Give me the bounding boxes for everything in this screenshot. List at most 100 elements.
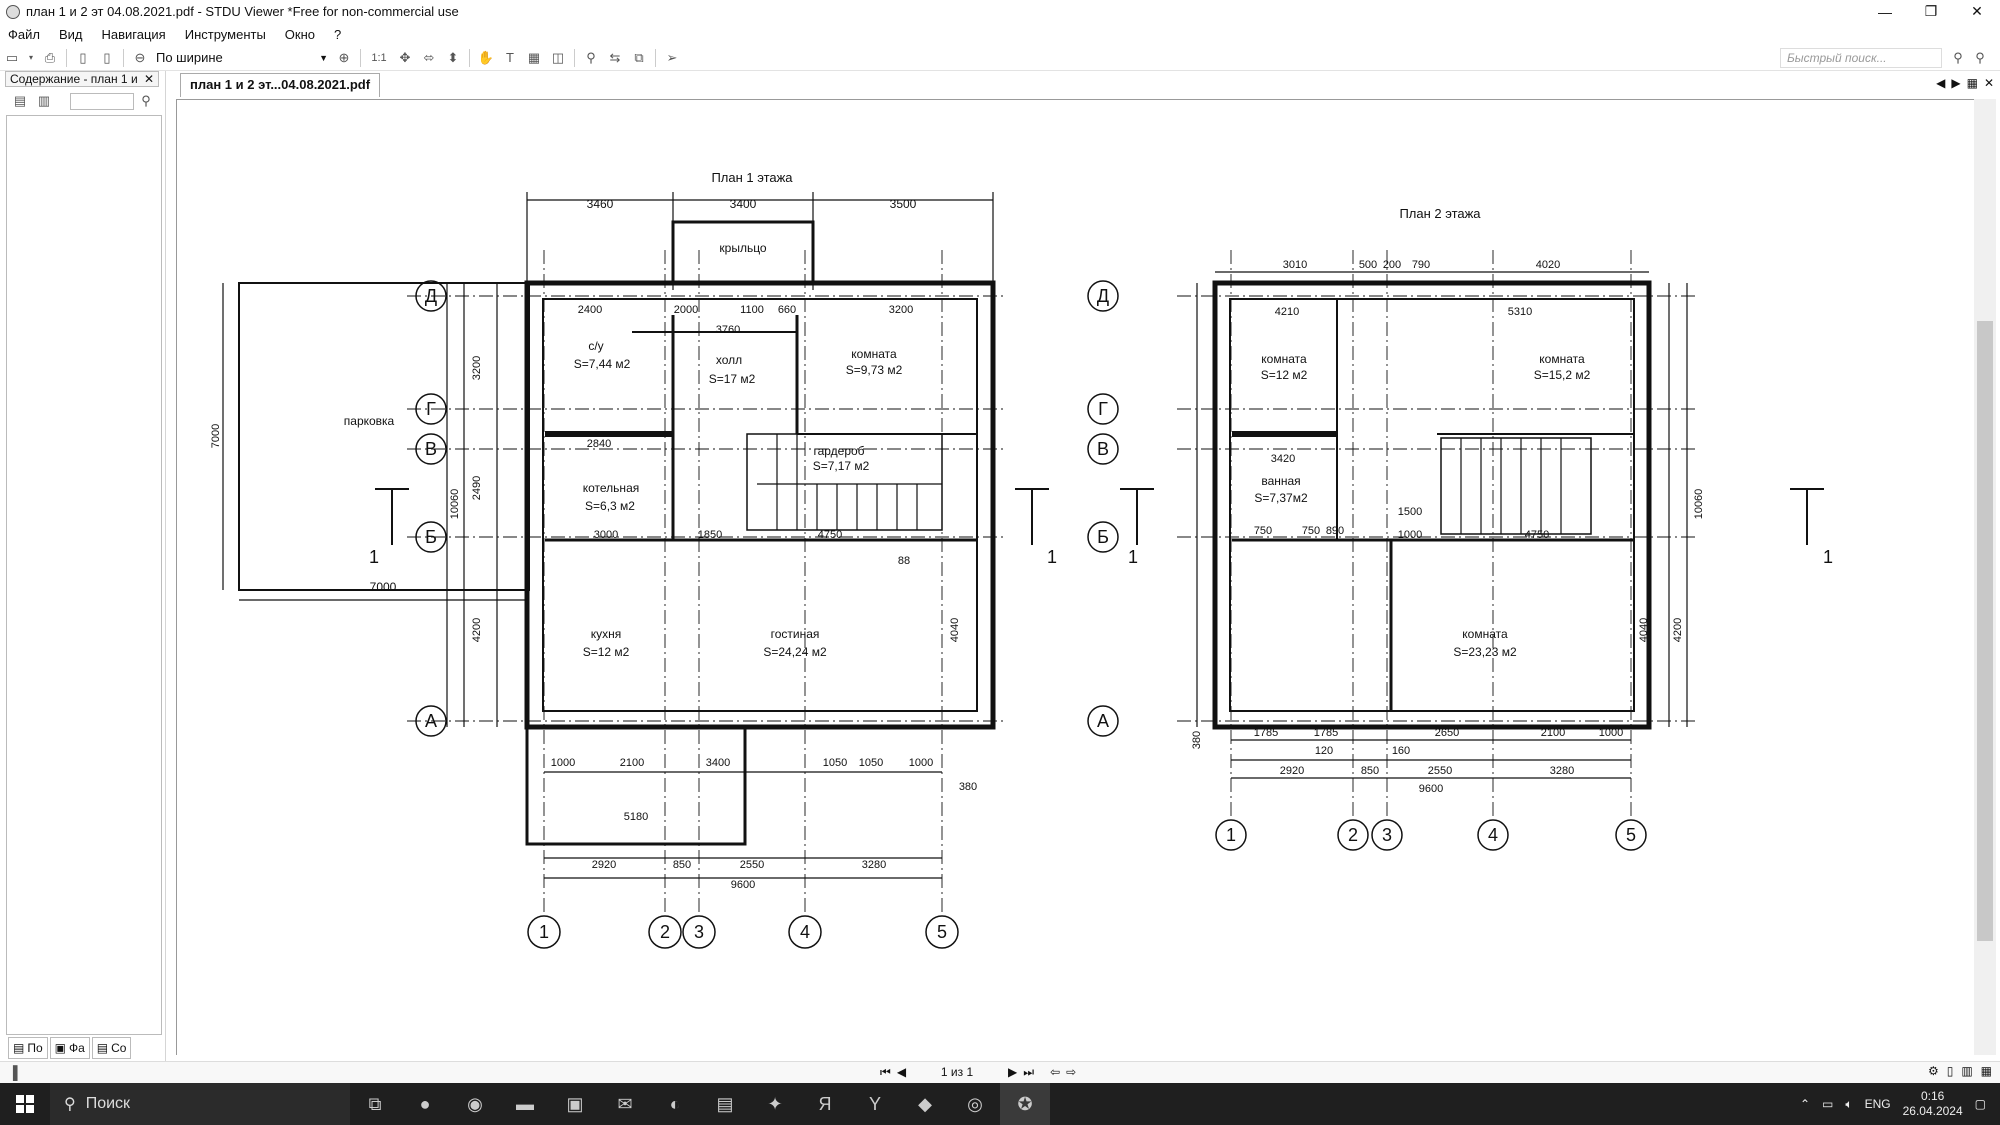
next-page-icon[interactable]: ▶ — [1008, 1065, 1018, 1079]
title-bar: план 1 и 2 эт 04.08.2021.pdf - STDU View… — [0, 0, 2000, 23]
menu-tools[interactable]: Инструменты — [184, 26, 266, 42]
copy-icon[interactable]: ⧉ — [634, 49, 644, 65]
menu-file[interactable]: Файл — [8, 26, 40, 42]
yandex-icon[interactable]: Я — [818, 1093, 832, 1114]
edge-icon[interactable]: ◉ — [467, 1093, 483, 1114]
save-icon[interactable]: ▤ — [716, 1093, 734, 1114]
search-options-icon[interactable]: ⚲ — [1975, 49, 1985, 65]
print-icon[interactable]: ⎙ — [44, 49, 56, 65]
windows-start-icon[interactable] — [0, 1083, 50, 1125]
document-viewport[interactable]: План 1 этажа 3460 3400 3500 крыльцо парк… — [176, 99, 1974, 1055]
find-icon[interactable]: ⚲ — [586, 49, 596, 65]
settings-icon[interactable]: ⚙ — [1927, 1064, 1939, 1078]
bookmark-icon[interactable]: ➢ — [666, 49, 678, 65]
file-explorer-icon[interactable]: ▬ — [516, 1093, 534, 1114]
app-icon-4[interactable]: ◎ — [967, 1093, 983, 1114]
chevron-up-icon[interactable]: ⌃ — [1799, 1097, 1811, 1111]
mail-icon[interactable]: ✉ — [617, 1093, 633, 1114]
vertical-scrollbar[interactable] — [1974, 99, 1996, 1055]
menu-help[interactable]: ? — [334, 26, 342, 42]
store-icon[interactable]: ▣ — [566, 1093, 584, 1114]
first-page-icon[interactable]: ⏮ — [880, 1064, 891, 1079]
history-forward-icon[interactable]: ⇨ — [1066, 1065, 1077, 1079]
scrollbar-thumb[interactable] — [1977, 321, 1993, 941]
app-icon-1[interactable]: ● — [419, 1093, 431, 1114]
pages-icon: ▤ — [13, 1041, 25, 1055]
single-page-icon[interactable]: ▯ — [1946, 1064, 1954, 1078]
brave-icon[interactable]: ◆ — [918, 1093, 932, 1114]
page-number-field[interactable]: 1 из 1 — [940, 1065, 974, 1079]
expand-icon[interactable]: ▤ — [13, 93, 27, 108]
document-tab[interactable]: план 1 и 2 эт...04.08.2021.pdf — [180, 73, 381, 97]
open-folder-icon[interactable]: ▭ — [5, 49, 19, 65]
hand-tool-icon[interactable]: ✋ — [477, 49, 495, 65]
task-view-icon[interactable]: ⧉ — [368, 1093, 382, 1114]
battery-icon[interactable]: ▭ — [1822, 1097, 1834, 1111]
actual-size-button[interactable]: 1:1 — [371, 51, 387, 64]
tab-right-icon[interactable]: ▶ — [1951, 76, 1961, 90]
app-icon-2[interactable]: ◐ — [669, 1093, 681, 1114]
notifications-icon[interactable]: ▢ — [1974, 1097, 1986, 1111]
tab-close-icon[interactable]: ✕ — [1983, 76, 1994, 90]
fit-page-icon[interactable]: ✥ — [399, 49, 411, 65]
last-page-icon[interactable]: ⏭ — [1023, 1064, 1035, 1079]
tab-list-icon[interactable]: ▦ — [1966, 76, 1978, 90]
menu-window[interactable]: Окно — [284, 26, 316, 42]
sidebar-tab-contents[interactable]: Содержание - план 1 и ✕ — [5, 71, 159, 87]
minimize-button[interactable]: — — [1878, 3, 1892, 20]
back-forward-icon[interactable]: ⇆ — [609, 49, 621, 65]
menu-view[interactable]: Вид — [58, 26, 83, 42]
tab-left-icon[interactable]: ◀ — [1936, 76, 1946, 90]
app-icon-3[interactable]: ✦ — [767, 1093, 783, 1114]
volume-icon[interactable]: 🔈︎ — [1845, 1096, 1853, 1111]
room-area: S=12 м2 — [583, 645, 630, 659]
menu-navigation[interactable]: Навигация — [101, 26, 166, 42]
search-next-icon[interactable]: ⚲ — [1953, 49, 1963, 65]
contents-tree-panel[interactable] — [6, 115, 162, 1035]
yandex-browser-icon[interactable]: Y — [868, 1093, 881, 1114]
dropdown-arrow-icon[interactable]: ▾ — [28, 53, 33, 62]
axis-number: 1 — [1226, 825, 1236, 845]
zoom-mode-select[interactable]: По ширине ▼ — [152, 48, 332, 68]
collapse-icon[interactable]: ▥ — [37, 93, 51, 108]
snapshot-icon[interactable]: ◫ — [551, 49, 565, 65]
binoculars-icon[interactable]: ⚲ — [141, 93, 151, 108]
clock[interactable]: 0:16 26.04.2024 — [1903, 1089, 1963, 1119]
room-label: гостиная — [771, 627, 820, 641]
zoom-in-icon[interactable]: ⊕ — [338, 49, 350, 65]
toolbar: ▭ ▾ ⎙ ▯ ▯ ⊖ По ширине ▼ ⊕ 1:1 ✥ ⬄ ⬍ ✋ T … — [0, 45, 2000, 71]
dim-label: 1100 — [740, 304, 764, 316]
dim-label: 3460 — [587, 197, 614, 211]
sidebar-bottom-tabs: ▤По ▣Фа ▤Со — [8, 1037, 158, 1059]
panel-toggle-icon[interactable]: ▐ — [8, 1065, 18, 1080]
room-label: крыльцо — [719, 241, 767, 255]
sidebar-tab-contents-bottom[interactable]: ▤Со — [91, 1037, 132, 1059]
clock-date: 26.04.2024 — [1902, 1104, 1963, 1118]
taskbar: ⚲ Поиск ⧉ ● ◉ ▬ ▣ ✉ ◐ ▤ ✦ Я Y ◆ ◎ ✪ ⌃ ▭ … — [0, 1083, 2000, 1125]
close-icon[interactable]: ✕ — [143, 72, 154, 86]
stdu-viewer-icon[interactable]: ✪ — [1000, 1083, 1050, 1125]
page-prev-icon[interactable]: ▯ — [79, 49, 87, 65]
history-back-icon[interactable]: ⇦ — [1050, 1065, 1061, 1079]
taskbar-search[interactable]: ⚲ Поиск — [50, 1083, 350, 1125]
room-label: кухня — [591, 627, 622, 641]
view-mode-buttons: ⚙ ▯ ▥ ▦ — [1928, 1064, 1992, 1078]
sidebar-tab-pages[interactable]: ▤По — [8, 1037, 48, 1059]
prev-page-icon[interactable]: ◀ — [896, 1065, 907, 1079]
fit-height-icon[interactable]: ⬍ — [447, 49, 459, 65]
two-pages-icon[interactable]: ▥ — [1961, 1064, 1973, 1078]
dim-label: 5310 — [1508, 306, 1532, 318]
zoom-out-icon[interactable]: ⊖ — [134, 49, 146, 65]
sidebar-filter-input[interactable] — [70, 92, 134, 110]
language-indicator[interactable]: ENG — [1864, 1097, 1891, 1111]
fit-width-icon[interactable]: ⬄ — [423, 49, 435, 65]
select-area-icon[interactable]: ▦ — [527, 49, 541, 65]
select-text-icon[interactable]: T — [506, 50, 514, 65]
page-next-icon[interactable]: ▯ — [103, 49, 111, 65]
quick-search-input[interactable]: Быстрый поиск... — [1780, 48, 1942, 68]
plan1-labels: План 1 этажа 3460 3400 3500 крыльцо парк… — [210, 170, 977, 891]
grid-view-icon[interactable]: ▦ — [1980, 1064, 1992, 1078]
restore-button[interactable]: ❐ — [1924, 3, 1938, 19]
sidebar-tab-files[interactable]: ▣Фа — [49, 1037, 90, 1059]
close-button[interactable]: ✕ — [1971, 3, 1983, 19]
